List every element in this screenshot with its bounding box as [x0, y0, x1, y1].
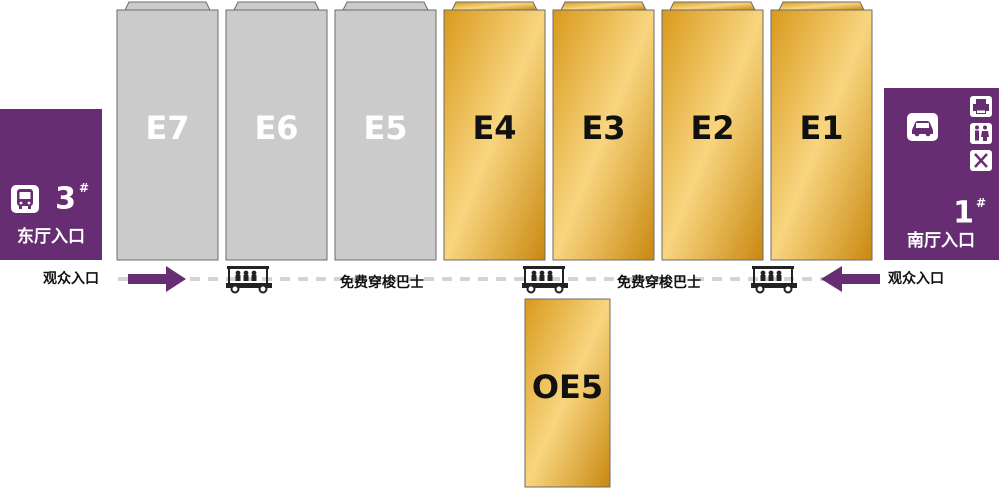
hall-body — [524, 298, 611, 488]
hall-body — [552, 9, 655, 261]
hall-label: E3 — [581, 109, 625, 147]
shuttle-cart-icon — [751, 266, 797, 294]
restaurant-icon — [970, 150, 992, 171]
east-entrance-panel[interactable]: 3 # 东厅入口 — [0, 109, 102, 260]
hall-roof-tab — [669, 1, 756, 11]
hall-e7[interactable]: E7 — [116, 1, 219, 261]
hall-oe5[interactable]: OE5 — [524, 298, 611, 488]
south-entrance-name: 南厅入口 — [907, 230, 975, 251]
printer-icon — [970, 96, 992, 117]
south-entrance-number: 1 — [953, 196, 974, 231]
hall-e3[interactable]: E3 — [552, 1, 655, 261]
hall-label: E4 — [472, 109, 516, 147]
hall-label: E5 — [363, 109, 407, 147]
hall-body — [443, 9, 546, 261]
hall-body — [770, 9, 873, 261]
hall-label: OE5 — [532, 368, 603, 406]
hall-body — [116, 9, 219, 261]
hall-label: E2 — [690, 109, 734, 147]
hall-label: E1 — [799, 109, 843, 147]
south-entrance-panel[interactable]: 1 # 南厅入口 — [884, 88, 999, 260]
east-entrance-bg — [0, 109, 102, 260]
hall-label: E7 — [145, 109, 189, 147]
hall-roof-tab — [124, 1, 211, 11]
left-arrow-icon — [821, 266, 880, 292]
shuttle-label-1: 免费穿梭巴士 — [340, 274, 424, 291]
hall-label: E6 — [254, 109, 298, 147]
hall-body — [661, 9, 764, 261]
visitor-entrance-right-label: 观众入口 — [888, 270, 944, 287]
hall-roof-tab — [778, 1, 865, 11]
hall-body — [334, 9, 437, 261]
east-entrance-number: 3 — [55, 182, 76, 217]
shuttle-cart-icon — [522, 266, 568, 294]
visitor-entrance-left-label: 观众入口 — [43, 270, 99, 287]
hall-roof-tab — [233, 1, 320, 11]
east-entrance-sup: # — [79, 181, 89, 195]
east-entrance-name: 东厅入口 — [17, 226, 85, 247]
car-icon — [907, 113, 938, 141]
hall-e4[interactable]: E4 — [443, 1, 546, 261]
hall-body — [225, 9, 328, 261]
south-entrance-sup: # — [976, 196, 986, 210]
shuttle-cart-icon — [226, 266, 272, 294]
hall-roof-tab — [342, 1, 429, 11]
right-arrow-icon — [128, 266, 186, 292]
hall-e1[interactable]: E1 — [770, 1, 873, 261]
hall-e5[interactable]: E5 — [334, 1, 437, 261]
bus-icon — [11, 185, 39, 213]
shuttle-label-2: 免费穿梭巴士 — [617, 274, 701, 291]
shuttle-carts-layer — [226, 266, 797, 294]
hall-e6[interactable]: E6 — [225, 1, 328, 261]
restroom-icon — [970, 123, 992, 144]
hall-roof-tab — [560, 1, 647, 11]
hall-e2[interactable]: E2 — [661, 1, 764, 261]
hall-roof-tab — [451, 1, 538, 11]
